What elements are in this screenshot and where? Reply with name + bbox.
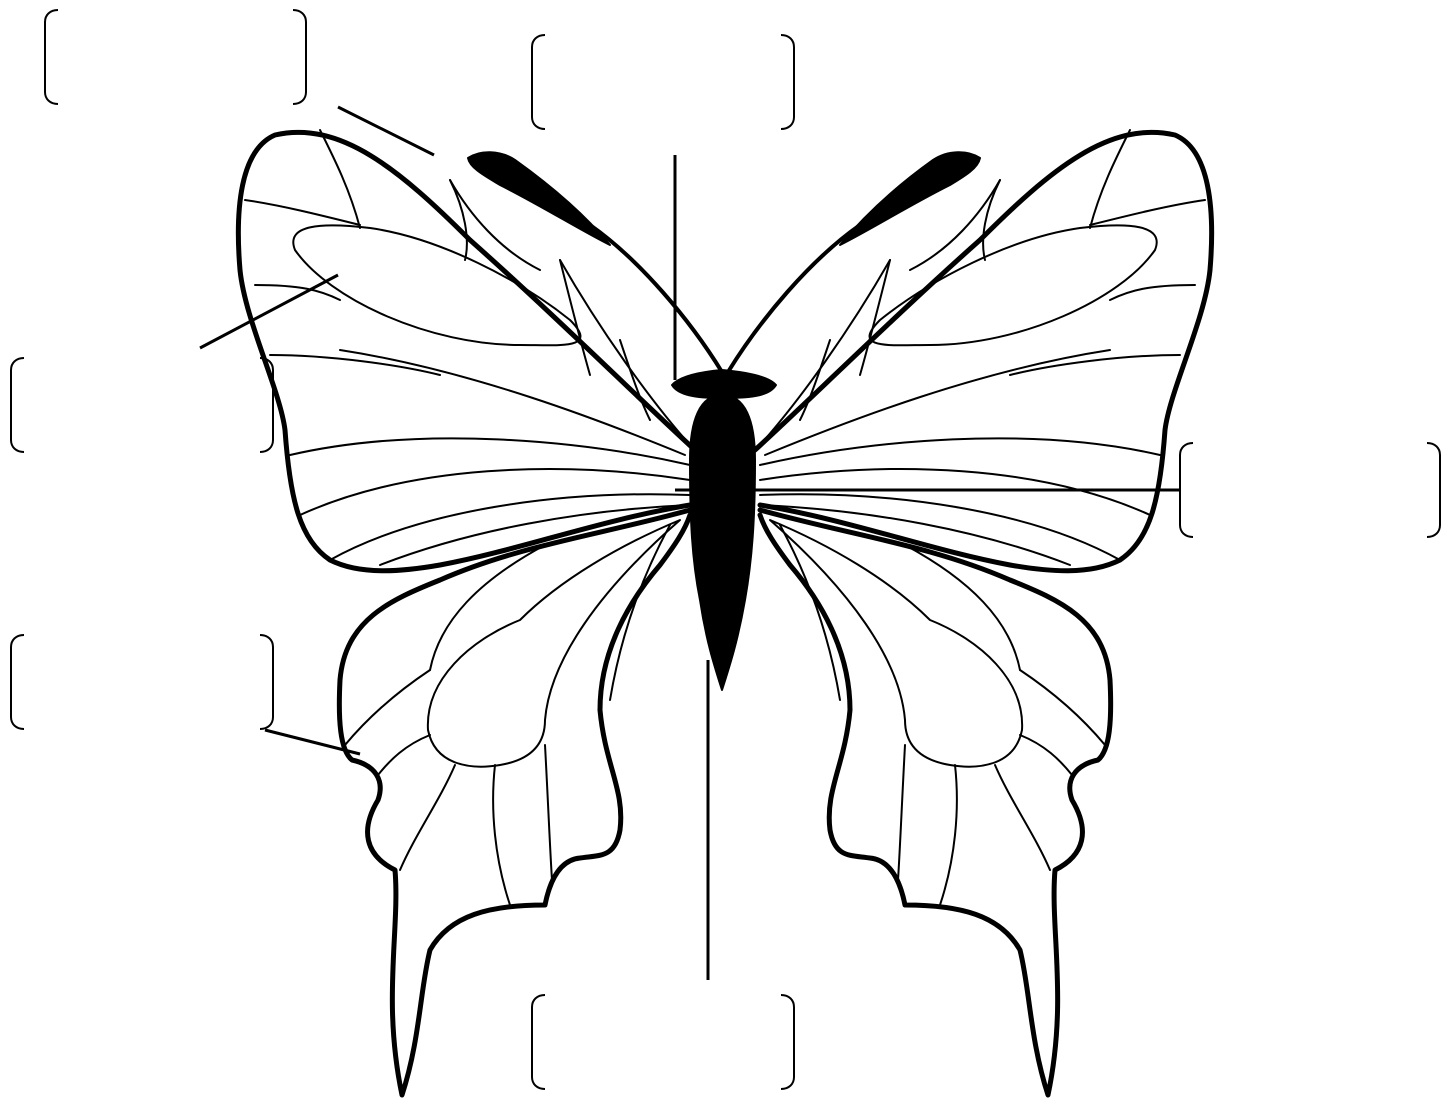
right-antenna-club bbox=[840, 152, 980, 245]
left-antenna-club bbox=[468, 152, 610, 245]
head-label-box[interactable] bbox=[532, 35, 794, 129]
butterfly-body bbox=[672, 370, 776, 690]
right-hindwing-veins bbox=[780, 525, 1105, 905]
left-wings bbox=[238, 130, 695, 1095]
right-forewing-spot bbox=[870, 225, 1157, 345]
antenna-label-box[interactable] bbox=[45, 10, 306, 104]
abdomen-label-box[interactable] bbox=[532, 995, 794, 1089]
thorax-abdomen bbox=[690, 395, 755, 690]
left-hindwing-spot bbox=[428, 520, 680, 767]
right-wings bbox=[755, 130, 1212, 1095]
right-antenna bbox=[728, 225, 860, 372]
right-forewing-outline bbox=[755, 132, 1212, 570]
antennae bbox=[468, 152, 980, 372]
left-forewing-spot bbox=[293, 225, 580, 345]
right-hindwing-spot bbox=[770, 520, 1022, 767]
right-forewing-veins bbox=[760, 130, 1205, 565]
hindwing-leader-line bbox=[265, 730, 360, 754]
left-hindwing-veins bbox=[345, 525, 670, 905]
left-forewing-outline bbox=[238, 132, 695, 570]
hindwing-label-box[interactable] bbox=[11, 635, 273, 729]
forewing-label-box[interactable] bbox=[11, 358, 273, 452]
left-antenna bbox=[590, 225, 722, 372]
head bbox=[672, 370, 776, 398]
left-forewing-veins bbox=[245, 130, 690, 565]
thorax-label-box[interactable] bbox=[1180, 443, 1440, 537]
butterfly-drawing bbox=[238, 130, 1211, 1095]
